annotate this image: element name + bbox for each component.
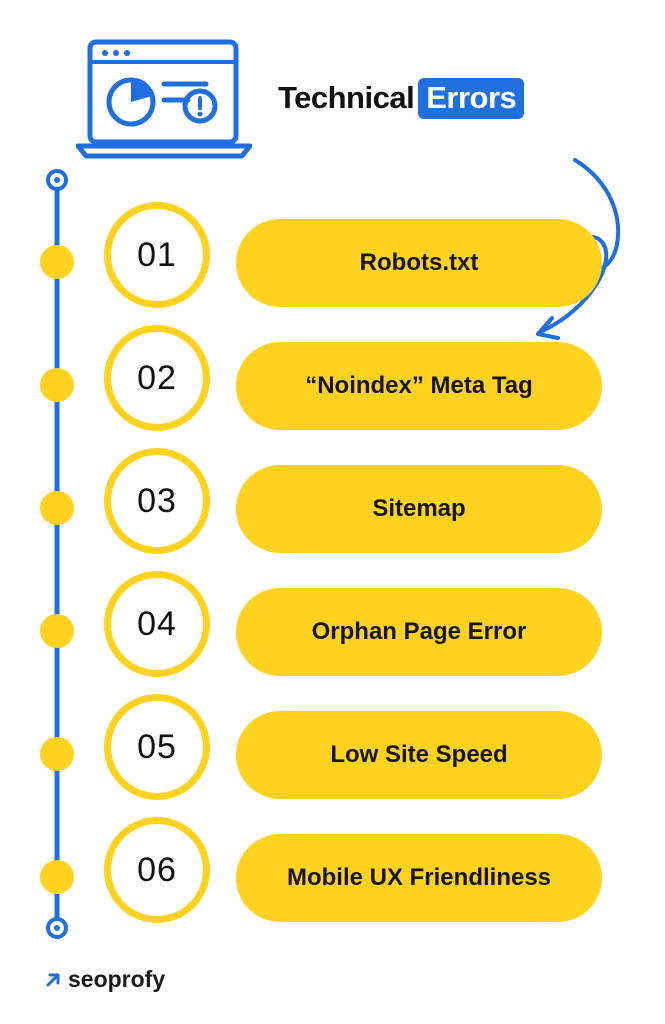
timeline-dot — [40, 368, 74, 402]
laptop-chart-alert-icon — [76, 39, 252, 159]
step-item-1: 01 Robots.txt — [0, 202, 665, 325]
step-label: Orphan Page Error — [236, 588, 602, 676]
title-main: Technical — [278, 80, 415, 115]
step-number-badge: 04 — [104, 571, 210, 677]
step-number-badge: 01 — [104, 202, 210, 308]
step-item-2: 02 “Noindex” Meta Tag — [0, 325, 665, 448]
timeline-dot — [40, 245, 74, 279]
arrow-up-right-icon — [46, 973, 60, 986]
step-item-3: 03 Sitemap — [0, 448, 665, 571]
step-label: Robots.txt — [236, 219, 602, 307]
timeline-dot — [40, 491, 74, 525]
timeline-dot — [40, 860, 74, 894]
step-number-badge: 03 — [104, 448, 210, 554]
step-item-5: 05 Low Site Speed — [0, 694, 665, 817]
timeline-dot — [40, 614, 74, 648]
step-number-badge: 06 — [104, 817, 210, 923]
brand-logo: seoprofy — [44, 966, 165, 993]
title-highlight: Errors — [418, 78, 525, 119]
step-item-6: 06 Mobile UX Friendliness — [0, 817, 665, 940]
step-label: Mobile UX Friendliness — [236, 834, 602, 922]
step-number-badge: 05 — [104, 694, 210, 800]
step-label: Sitemap — [236, 465, 602, 553]
step-label: Low Site Speed — [236, 711, 602, 799]
step-item-4: 04 Orphan Page Error — [0, 571, 665, 694]
brand-name: seoprofy — [68, 966, 166, 992]
timeline-dot — [40, 737, 74, 771]
step-number-badge: 02 — [104, 325, 210, 431]
step-label: “Noindex” Meta Tag — [236, 342, 602, 430]
